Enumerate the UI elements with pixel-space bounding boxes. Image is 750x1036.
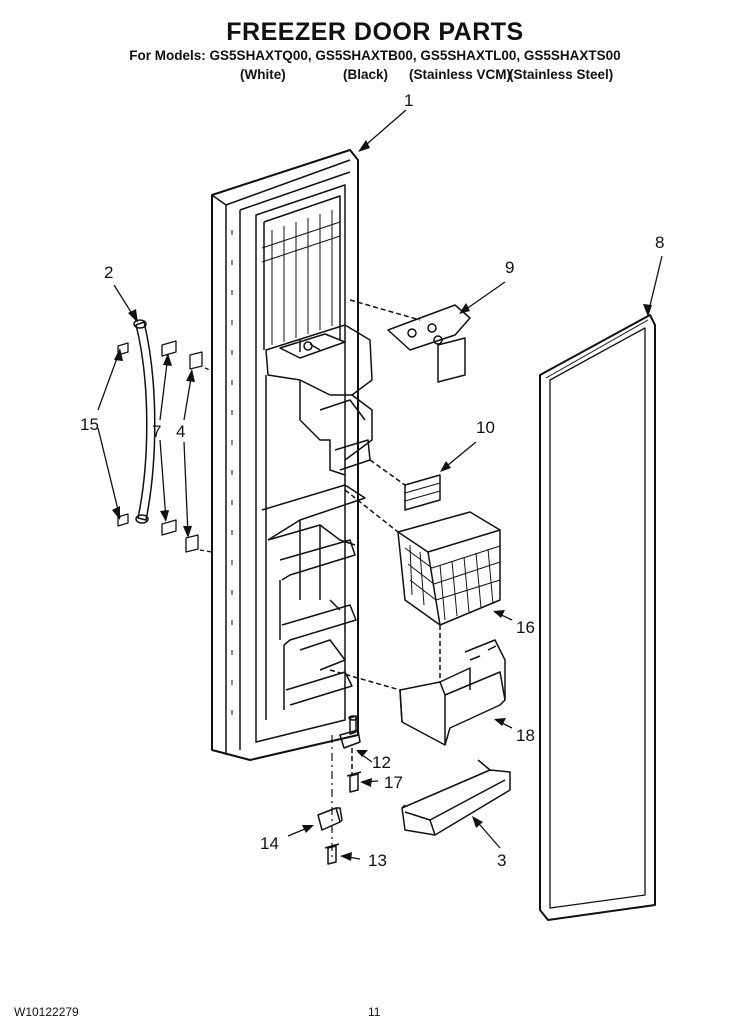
door-handle bbox=[133, 319, 156, 524]
callout-9: 9 bbox=[505, 258, 514, 277]
arrowheads bbox=[112, 140, 652, 861]
pin-screw bbox=[346, 771, 362, 793]
model-list: For Models: GS5SHAXTQ00, GS5SHAXTB00, GS… bbox=[129, 48, 621, 63]
page-number: 11 bbox=[368, 1005, 381, 1019]
lower-hinge bbox=[317, 807, 343, 831]
callout-18: 18 bbox=[516, 726, 535, 745]
callout-13: 13 bbox=[368, 851, 387, 870]
hinge-bracket bbox=[349, 299, 471, 383]
variant-stainless-steel: (Stainless Steel) bbox=[509, 67, 614, 82]
callout-15: 15 bbox=[80, 415, 99, 434]
freezer-door bbox=[211, 149, 373, 761]
callout-2: 2 bbox=[104, 263, 113, 282]
callout-17: 17 bbox=[384, 773, 403, 792]
callout-10: 10 bbox=[476, 418, 495, 437]
callout-3: 3 bbox=[497, 851, 506, 870]
callout-7: 7 bbox=[152, 422, 161, 441]
seal-strip bbox=[369, 459, 441, 511]
wire-basket bbox=[344, 489, 501, 626]
page-title: FREEZER DOOR PARTS bbox=[226, 18, 524, 46]
shelf-bin bbox=[329, 625, 506, 746]
variant-black: (Black) bbox=[343, 67, 389, 82]
callout-1: 1 bbox=[404, 91, 413, 110]
door-gasket bbox=[539, 314, 656, 921]
handle-screws bbox=[117, 340, 213, 553]
door-bin bbox=[401, 759, 511, 836]
callout-16: 16 bbox=[516, 618, 535, 637]
callout-14: 14 bbox=[260, 834, 279, 853]
leader-lines bbox=[97, 109, 663, 860]
callout-4: 4 bbox=[176, 422, 185, 441]
callout-12: 12 bbox=[372, 753, 391, 772]
variant-white: (White) bbox=[240, 67, 286, 82]
variant-stainless-vcm: (Stainless VCM) bbox=[409, 67, 512, 82]
callout-8: 8 bbox=[655, 233, 664, 252]
document-number: W10122279 bbox=[14, 1005, 79, 1019]
hinge-pin bbox=[339, 715, 361, 749]
